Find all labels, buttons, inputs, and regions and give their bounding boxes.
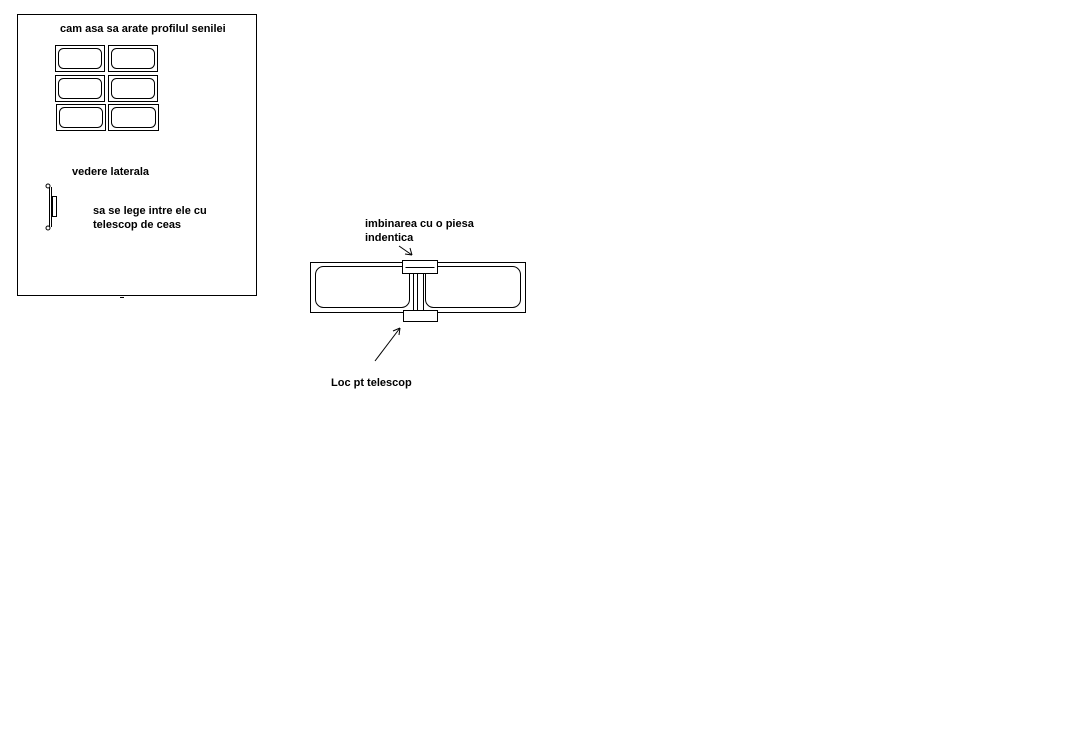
- left-track-pad: [315, 266, 410, 308]
- track-pad: [55, 45, 105, 72]
- track-pad: [56, 104, 106, 131]
- side-view-sketch: [45, 183, 57, 231]
- track-pad: [108, 104, 159, 131]
- track-pad: [108, 75, 158, 102]
- track-pad: [55, 75, 105, 102]
- profile-panel-frame: [17, 14, 257, 296]
- track-pad-grid: [55, 45, 159, 131]
- joint-label-line-1: imbinarea cu o piesa: [365, 218, 474, 230]
- telescope-label: Loc pt telescop: [331, 377, 412, 389]
- note-line-1: sa se lege intre ele cu: [93, 205, 207, 217]
- panel-title: cam asa sa arate profilul senilei: [60, 23, 226, 35]
- telescope-slot-bottom: [403, 310, 438, 322]
- joint-arrow: [398, 245, 413, 256]
- track-pad: [108, 45, 158, 72]
- joint-label-line-2: indentica: [365, 232, 414, 244]
- note-line-2: telescop de ceas: [93, 219, 182, 231]
- side-view-label: vedere laterala: [72, 166, 150, 178]
- assembly-drawing: [310, 260, 526, 322]
- telescope-arrow: [374, 327, 401, 362]
- right-track-pad: [425, 266, 521, 308]
